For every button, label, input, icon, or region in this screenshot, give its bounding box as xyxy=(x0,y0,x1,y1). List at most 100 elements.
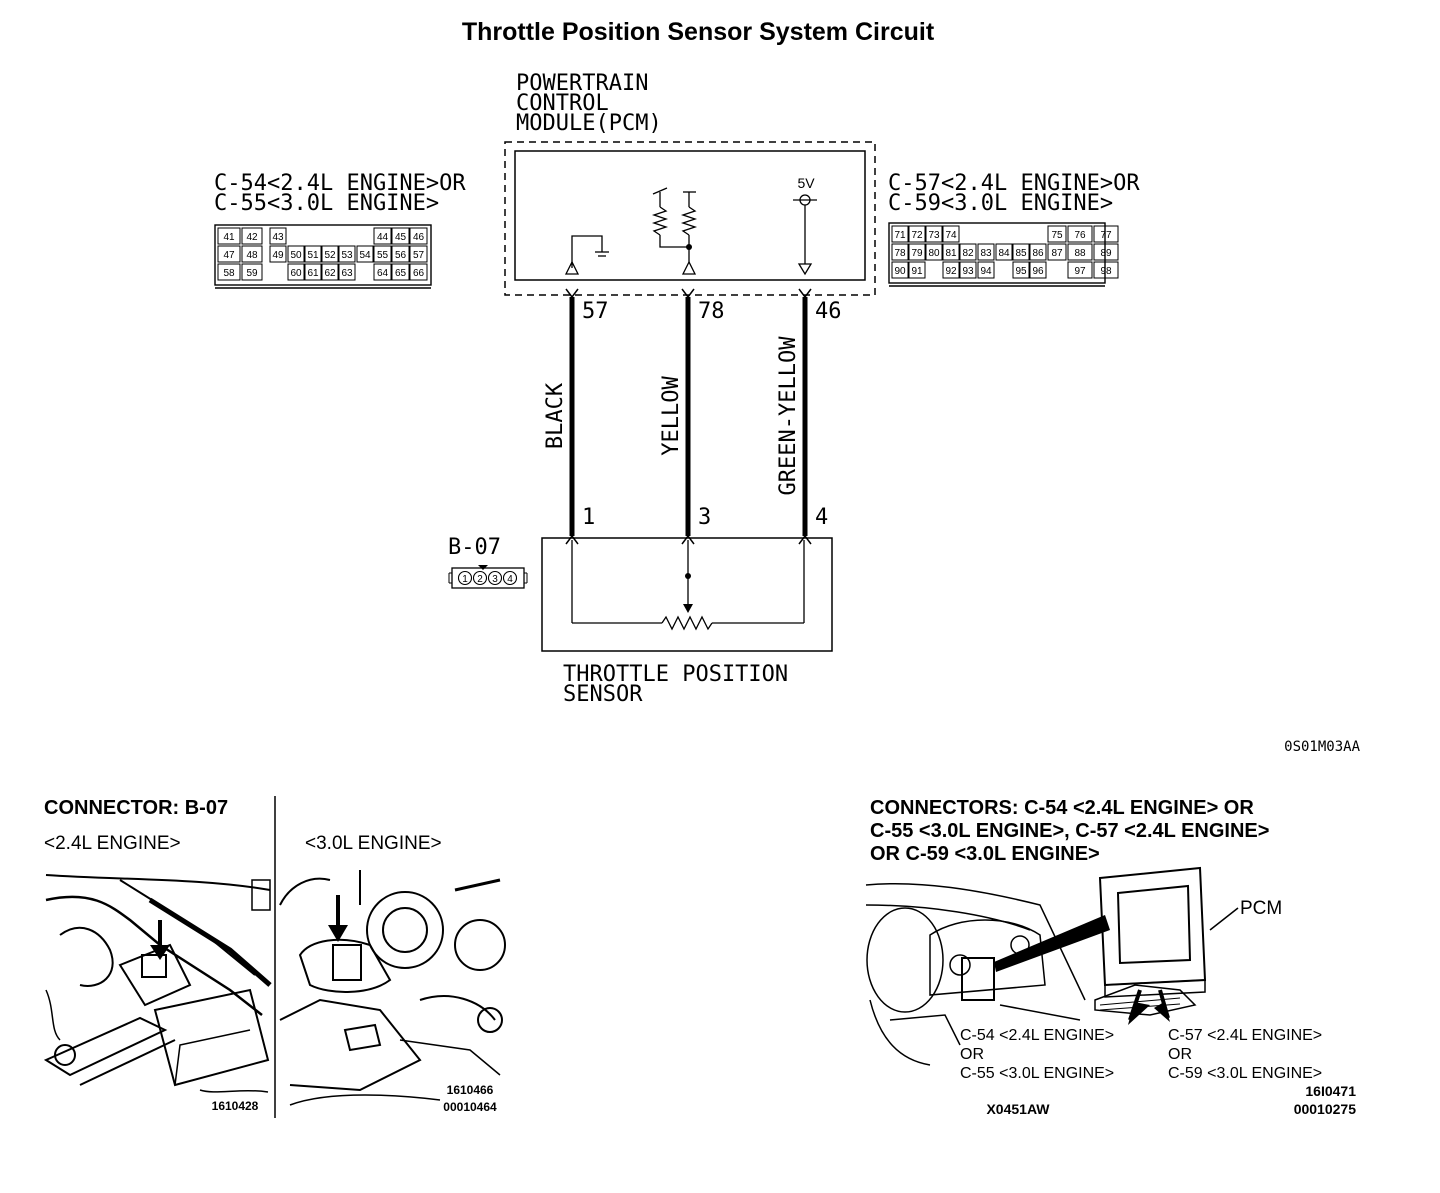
connector-right-pin: 82 xyxy=(962,248,974,259)
sensor-connector-face: 1 2 3 4 xyxy=(448,565,528,589)
wire-color-label: GREEN-YELLOW xyxy=(776,336,801,496)
connector-right-pin: 83 xyxy=(980,248,992,259)
pcm-panel-bottom-code: X0451AW xyxy=(986,1101,1050,1117)
pcm-right-callout-3: C-59 <3.0L ENGINE> xyxy=(1168,1065,1322,1082)
connector-left-label-1: C-54<2.4L ENGINE>OR xyxy=(214,171,466,196)
connector-right-pin: 85 xyxy=(1015,248,1027,259)
b07-right-ref-2: 00010464 xyxy=(443,1100,497,1114)
connector-left-pin: 42 xyxy=(246,232,258,243)
connector-left-pin: 54 xyxy=(359,250,371,261)
connector-right-label-2: C-59<3.0L ENGINE> xyxy=(888,191,1113,216)
connector-left-pin: 58 xyxy=(223,268,235,279)
dashboard-drawing xyxy=(865,882,1110,1066)
wire-1: 57 1 BLACK xyxy=(543,288,609,545)
connector-left-pin: 50 xyxy=(290,250,302,261)
connector-left-pin: 61 xyxy=(307,268,319,279)
connector-right-pin: 91 xyxy=(911,266,923,277)
connector-left-label-2: C-55<3.0L ENGINE> xyxy=(214,191,439,216)
connector-right-pin: 77 xyxy=(1100,230,1112,241)
pcm-label-line-1: POWERTRAIN xyxy=(516,71,648,96)
connector-left-pin: 53 xyxy=(341,250,353,261)
pcm-panel-heading-3: OR C-59 <3.0L ENGINE> xyxy=(870,843,1100,865)
pcm-right-callout-2: OR xyxy=(1168,1046,1192,1063)
connector-right-pin: 86 xyxy=(1032,248,1044,259)
connector-right-pin: 73 xyxy=(928,230,940,241)
wire-sensor-pin-label: 1 xyxy=(582,505,595,530)
wire-3: 46 4 GREEN-YELLOW xyxy=(776,288,842,545)
sensor-box xyxy=(541,537,833,652)
pcm-panel-heading-2: C-55 <3.0L ENGINE>, C-57 <2.4L ENGINE> xyxy=(870,820,1269,842)
pcm-inner-box xyxy=(514,150,866,281)
wire-pcm-pin-label: 78 xyxy=(698,299,725,324)
sensor-connector-pin-4: 4 xyxy=(507,574,513,585)
pcm-panel-ref-2: 00010275 xyxy=(1294,1101,1357,1117)
wire-pcm-pin-label: 46 xyxy=(815,299,842,324)
sensor-label-line-2: SENSOR xyxy=(563,682,643,707)
connector-left-pin: 66 xyxy=(413,268,425,279)
connector-left-pin: 48 xyxy=(246,250,258,261)
b07-panel-heading: CONNECTOR: B-07 xyxy=(44,797,228,819)
connector-right-pin: 93 xyxy=(962,266,974,277)
sensor-potentiometer xyxy=(571,540,805,631)
connector-left-pin: 46 xyxy=(413,232,425,243)
connector-right-pin: 95 xyxy=(1015,266,1027,277)
sensor-connector-pin-2: 2 xyxy=(477,574,483,585)
connector-right-pin: 80 xyxy=(928,248,940,259)
connector-right-label-1: C-57<2.4L ENGINE>OR xyxy=(888,171,1140,196)
pcm-panel-ref-1: 16I0471 xyxy=(1305,1083,1356,1099)
wire-pcm-pin-label: 57 xyxy=(582,299,609,324)
connector-left-pin: 45 xyxy=(395,232,407,243)
connector-left-pin: 41 xyxy=(223,232,235,243)
wire-sensor-pin-label: 3 xyxy=(698,505,711,530)
connector-right-pin: 81 xyxy=(945,248,957,259)
pcm-left-callout-1: C-54 <2.4L ENGINE> xyxy=(960,1027,1114,1044)
diagram-code: 0S01M03AA xyxy=(1284,739,1360,755)
pcm-left-callout-2: OR xyxy=(960,1046,984,1063)
engine-photo-3-0l xyxy=(279,870,506,1106)
pcm-panel-heading-1: CONNECTORS: C-54 <2.4L ENGINE> OR xyxy=(870,797,1254,819)
pcm-left-callout-3: C-55 <3.0L ENGINE> xyxy=(960,1065,1114,1082)
wire-sensor-pin-label: 4 xyxy=(815,505,828,530)
connector-left-pin: 62 xyxy=(324,268,336,279)
connector-right-pin: 92 xyxy=(945,266,957,277)
wire-color-label: YELLOW xyxy=(659,376,684,456)
connector-left-pin: 51 xyxy=(307,250,319,261)
connector-right-pin: 90 xyxy=(894,266,906,277)
connector-right-pin: 76 xyxy=(1074,230,1086,241)
connector-left-pin: 57 xyxy=(413,250,425,261)
b07-left-ref: 1610428 xyxy=(212,1099,259,1113)
pcm-callout-label: PCM xyxy=(1240,898,1282,919)
diagram-title: Throttle Position Sensor System Circuit xyxy=(462,18,935,46)
connector-left-pin: 63 xyxy=(341,268,353,279)
connector-right-pin: 88 xyxy=(1074,248,1086,259)
connector-left-pin: 55 xyxy=(377,250,389,261)
wire-color-label: BLACK xyxy=(543,382,568,449)
connector-left-pin: 47 xyxy=(223,250,235,261)
ground-symbol xyxy=(564,235,609,275)
connector-left-pin: 56 xyxy=(395,250,407,261)
connector-right-pin: 72 xyxy=(911,230,923,241)
connector-right-pin: 97 xyxy=(1074,266,1086,277)
connector-right-pin: 96 xyxy=(1032,266,1044,277)
b07-right-caption: <3.0L ENGINE> xyxy=(305,833,442,854)
connector-right-pin: 78 xyxy=(894,248,906,259)
connector-right-pin: 75 xyxy=(1051,230,1063,241)
pcm-dashed-outline xyxy=(504,141,876,296)
input-resistor-network xyxy=(651,187,698,275)
connector-right-pin: 89 xyxy=(1100,248,1112,259)
connector-right-pin: 98 xyxy=(1100,266,1112,277)
wire-2: 78 3 YELLOW xyxy=(659,288,725,545)
pcm-label-line-2: CONTROL xyxy=(516,91,609,116)
connector-right-pin: 79 xyxy=(911,248,923,259)
supply-voltage-label: 5V xyxy=(797,175,815,191)
b07-left-caption: <2.4L ENGINE> xyxy=(44,833,181,854)
engine-photo-2-4l xyxy=(43,874,272,1093)
sensor-connector-id: B-07 xyxy=(448,535,501,560)
connector-left-pin: 44 xyxy=(377,232,389,243)
connector-right-pin: 71 xyxy=(894,230,906,241)
connector-right-pin: 94 xyxy=(980,266,992,277)
connector-left-pin: 60 xyxy=(290,268,302,279)
